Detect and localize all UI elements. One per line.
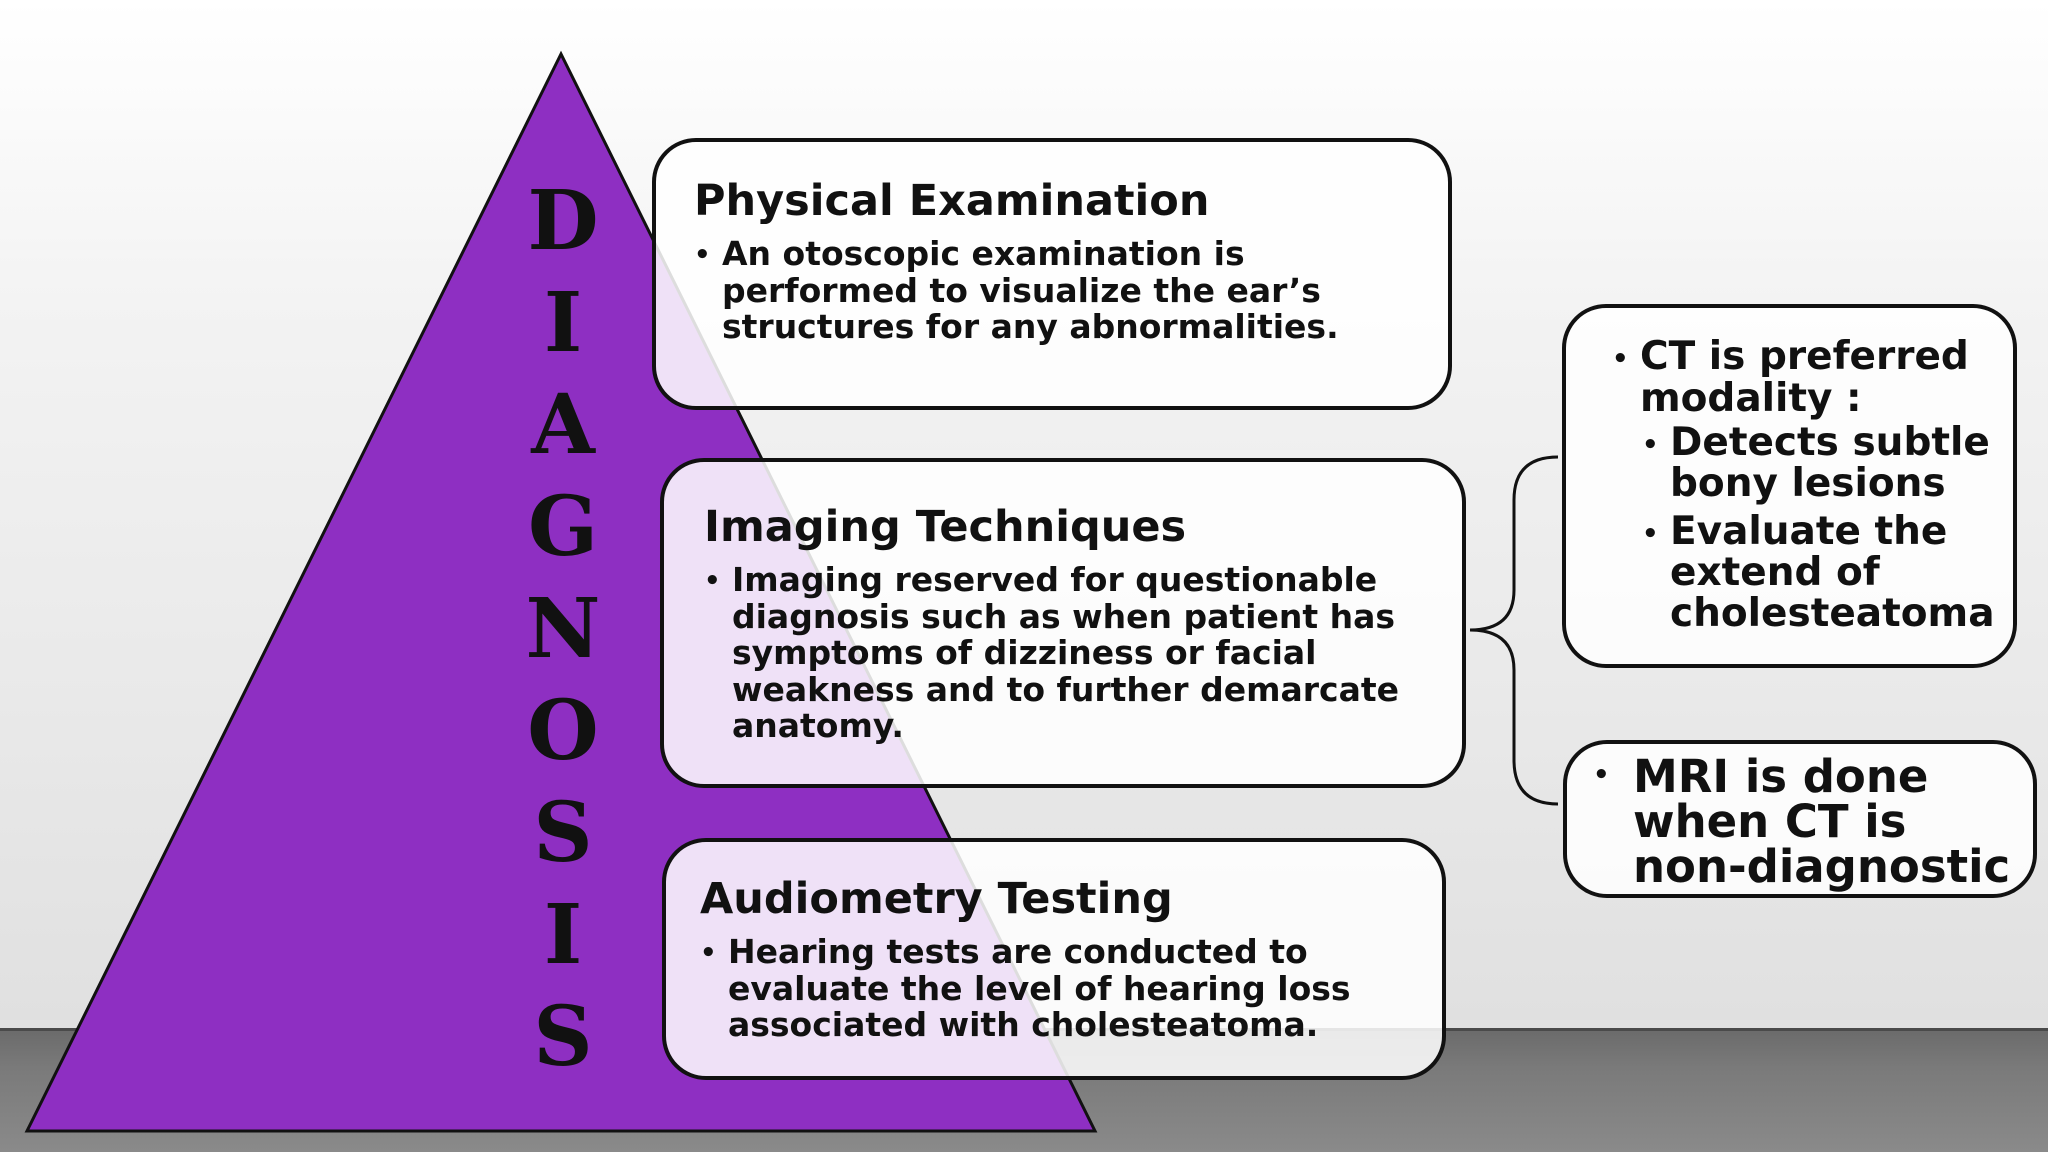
pyramid-letter: S (533, 785, 593, 881)
pyramid-letter: I (543, 275, 583, 371)
bullet-glyph: • (704, 566, 721, 596)
pyramid-letter: S (533, 989, 593, 1085)
pyramid-letter: D (527, 173, 599, 269)
ct-box: • CT is preferred modality : • Detects s… (1562, 304, 2017, 668)
pyramid-letter: O (527, 683, 599, 779)
imaging-title: Imaging Techniques (704, 502, 1187, 552)
pyramid-letter: I (543, 887, 583, 983)
audiometry-box: Audiometry Testing • Hearing tests are c… (662, 838, 1446, 1080)
bullet-glyph: • (694, 240, 711, 270)
mri-box: • MRI is done when CT is non-diagnostic (1563, 740, 2037, 898)
bullet-glyph: • (1593, 760, 1610, 790)
physical-exam-box: Physical Examination • An otoscopic exam… (652, 138, 1452, 410)
bullet-glyph: • (1642, 519, 1659, 549)
ct-sub-1: Detects subtle bony lesions (1670, 420, 1990, 506)
pyramid-letter: G (527, 479, 599, 575)
audiometry-text: Hearing tests are conducted to evaluate … (728, 932, 1351, 1044)
physical-exam-text: An otoscopic examination is performed to… (722, 234, 1339, 346)
mri-text: MRI is done when CT is non-diagnostic (1633, 750, 2011, 893)
pyramid-letter: A (531, 377, 595, 473)
bullet-glyph: • (700, 938, 717, 968)
imaging-box: Imaging Techniques • Imaging reserved fo… (660, 458, 1466, 788)
imaging-text: Imaging reserved for questionable diagno… (732, 560, 1399, 745)
bracket-path (1469, 455, 1559, 806)
bullet-glyph: • (1612, 344, 1629, 374)
physical-exam-title: Physical Examination (694, 176, 1210, 226)
bullet-glyph: • (1642, 430, 1659, 460)
audiometry-title: Audiometry Testing (700, 874, 1173, 924)
ct-sub-2: Evaluate the extend of cholesteatoma (1670, 509, 1995, 636)
ct-main-text: CT is preferred modality : (1640, 334, 1969, 421)
pyramid-letter: N (525, 581, 601, 677)
